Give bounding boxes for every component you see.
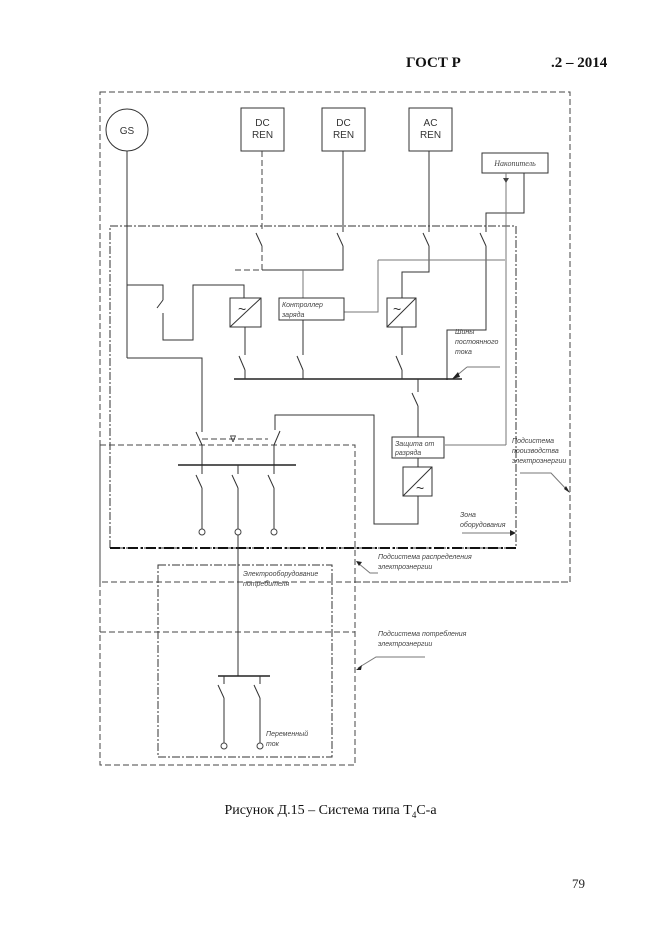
standard-title: ГОСТ Р: [406, 55, 461, 71]
distribution-subsystem-boundary: [99, 444, 356, 766]
inverter-1: ~: [229, 297, 262, 328]
consumption-subsystem-label: Подсистема потребления электроэнергии: [378, 630, 467, 648]
ac-ren-line1: AC: [424, 118, 438, 129]
svg-text:Контроллер: Контроллер: [282, 302, 323, 309]
svg-text:Переменный: Переменный: [266, 730, 308, 738]
consumer-equipment-boundary: [157, 564, 333, 758]
alternating-current-label: Переменный ток: [266, 730, 308, 748]
svg-text:электроэнергии: электроэнергии: [512, 458, 566, 465]
page-number: 79: [572, 876, 585, 891]
svg-text:~: ~: [238, 301, 246, 317]
equipment-zone-boundary: [109, 225, 517, 549]
dc-ren-1-line2: REN: [252, 130, 273, 141]
svg-text:производства: производства: [512, 447, 559, 455]
terminal: [256, 742, 264, 750]
svg-text:оборудования: оборудования: [460, 521, 506, 529]
terminal: [270, 528, 278, 536]
inverter-2: ~: [386, 297, 417, 328]
terminal: [198, 528, 206, 536]
dc-ren-2-box: DC REN: [321, 107, 366, 152]
svg-text:~: ~: [416, 480, 424, 496]
discharge-protection-box: Защита от разряда: [391, 436, 445, 459]
dc-ren-2-line2: REN: [333, 130, 354, 141]
equipment-zone-label: Зона оборудования: [460, 512, 506, 529]
terminal: [234, 528, 242, 536]
dc-ren-1-box: DC REN: [240, 107, 285, 152]
standard-number: .2 – 2014: [551, 55, 608, 71]
svg-text:Подсистема: Подсистема: [512, 437, 554, 445]
interlock-symbol: ∇: [229, 434, 237, 444]
caption-prefix: Рисунок Д.15 – Система типа T: [224, 803, 412, 818]
svg-text:постоянного: постоянного: [455, 339, 498, 346]
svg-text:электроэнергии: электроэнергии: [378, 564, 432, 571]
dc-ren-2-line1: DC: [336, 118, 350, 129]
dc-bus-label: Шины постоянного тока: [455, 329, 498, 356]
storage-label: Накопитель: [493, 159, 536, 168]
terminal: [220, 742, 228, 750]
svg-text:~: ~: [393, 301, 401, 317]
figure-caption: Рисунок Д.15 – Система типа T4C-a: [0, 803, 661, 820]
charge-controller-box: Контроллер заряда: [278, 297, 345, 321]
generation-subsystem-boundary: [99, 91, 571, 583]
svg-text:Подсистема потребления: Подсистема потребления: [378, 630, 467, 638]
distribution-subsystem-label: Подсистема распределения электроэнергии: [378, 553, 472, 571]
svg-text:электроэнергии: электроэнергии: [378, 641, 432, 648]
svg-text:Зона: Зона: [460, 512, 476, 519]
caption-suffix: C-a: [416, 803, 437, 818]
caption-subscript: 4: [411, 809, 417, 820]
svg-text:Шины: Шины: [455, 329, 475, 336]
dc-ren-1-line1: DC: [255, 118, 269, 129]
svg-text:тока: тока: [455, 349, 472, 356]
ac-ren-line2: REN: [420, 130, 441, 141]
consumer-equipment-label: Электрооборудование потребителя: [243, 570, 318, 588]
storage-box: Накопитель: [481, 152, 549, 174]
svg-text:Подсистема распределения: Подсистема распределения: [378, 553, 472, 561]
generator-gs: GS: [105, 108, 149, 152]
svg-text:Электрооборудование: Электрооборудование: [243, 570, 318, 578]
svg-text:ток: ток: [266, 741, 280, 748]
svg-text:Защита от: Защита от: [395, 441, 435, 448]
svg-text:потребителя: потребителя: [243, 580, 290, 588]
generator-label: GS: [120, 126, 135, 137]
svg-text:разряда: разряда: [394, 449, 421, 457]
ac-ren-box: AC REN: [408, 107, 453, 152]
generation-subsystem-label: Подсистема производства электроэнергии: [512, 437, 566, 465]
inverter-3: ~: [402, 466, 433, 497]
svg-text:заряда: заряда: [281, 311, 304, 319]
